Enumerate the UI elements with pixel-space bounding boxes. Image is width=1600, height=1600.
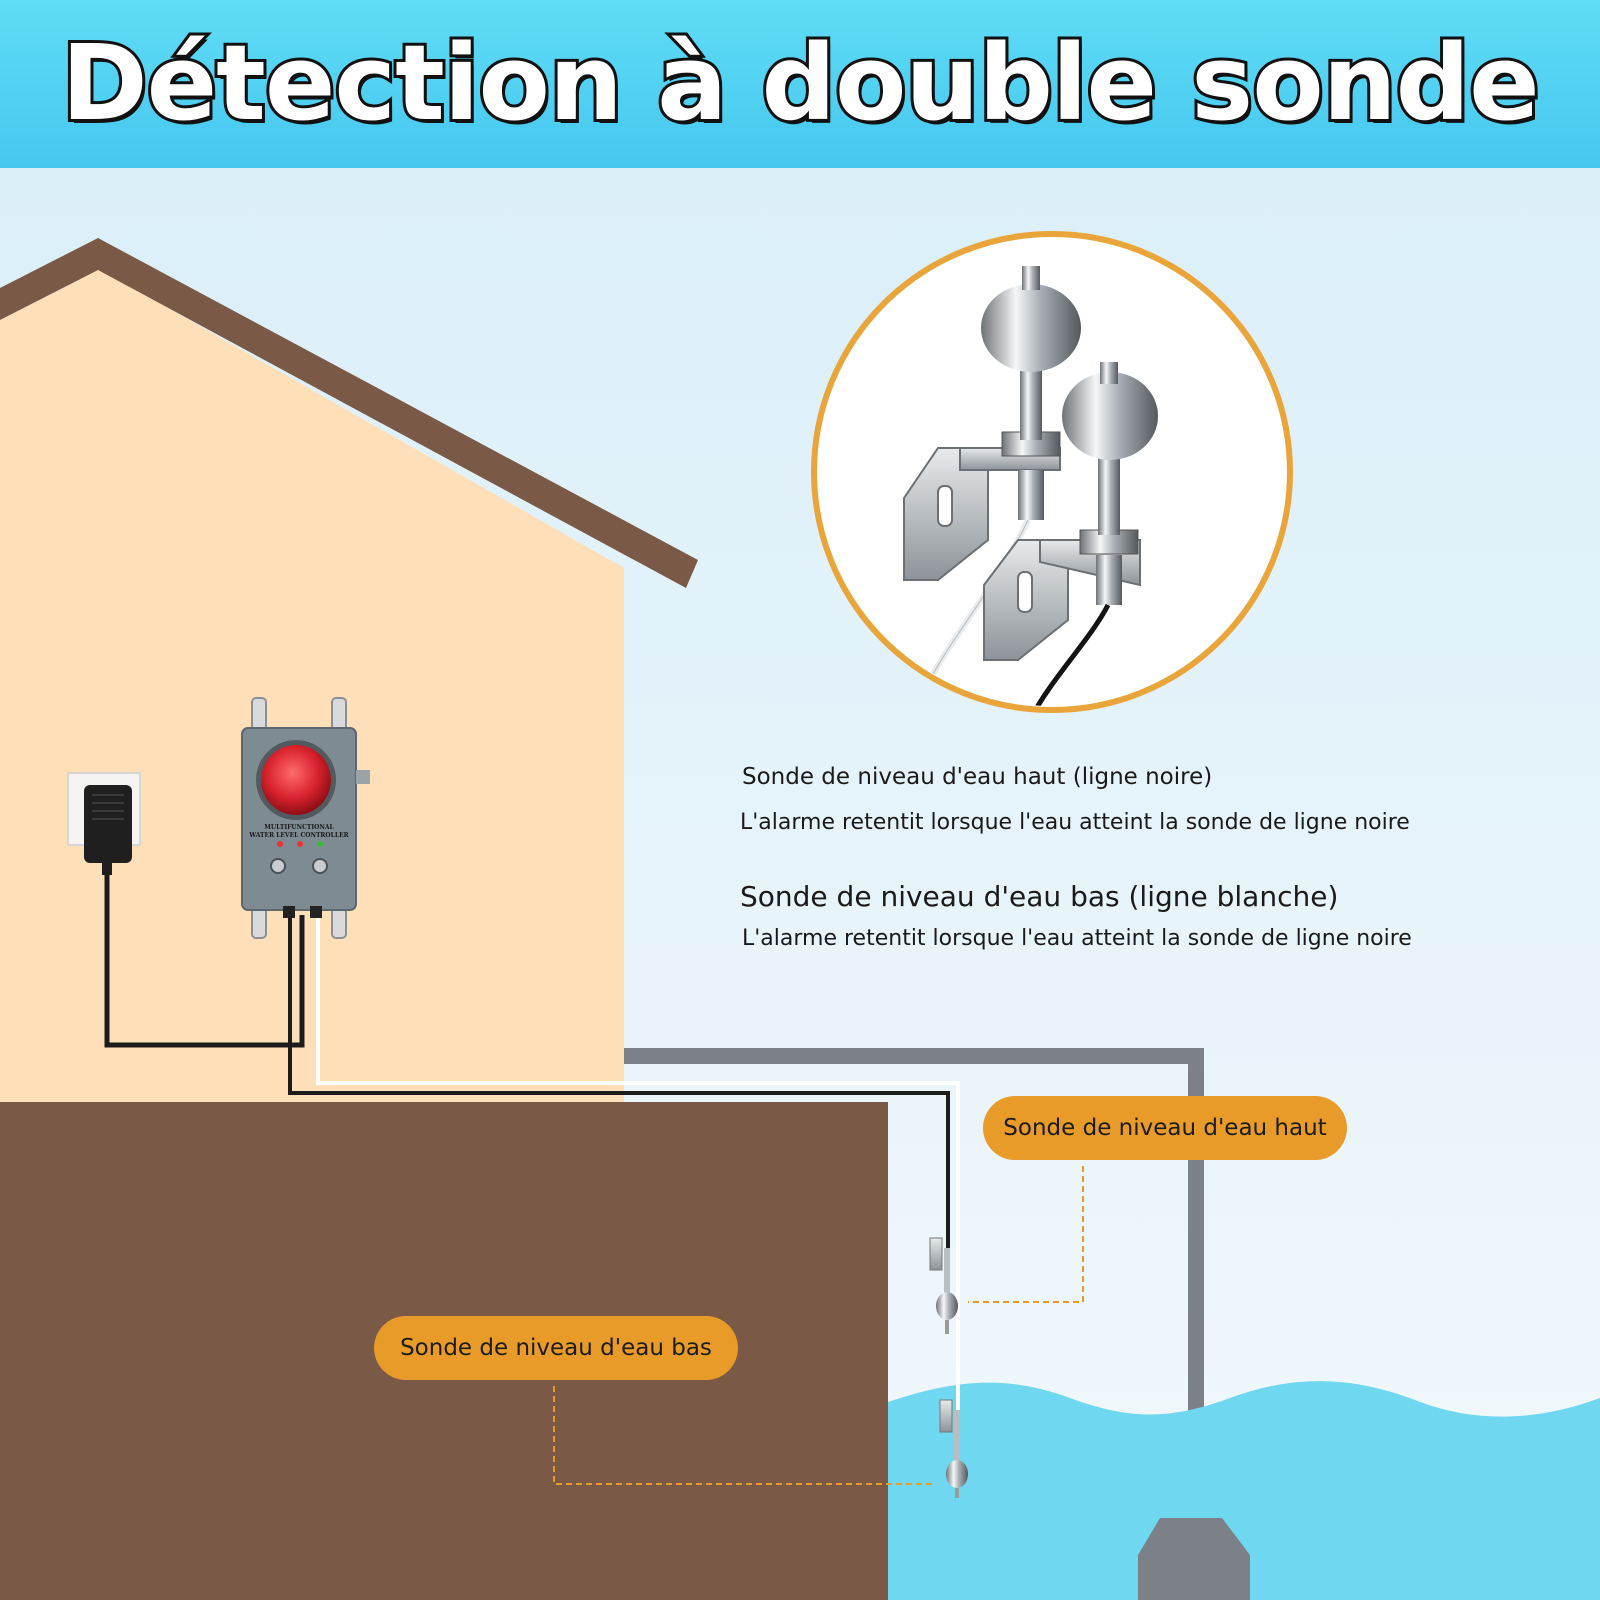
low-probe-info-desc: L'alarme retentit lorsque l'eau atteint … [742,926,1412,951]
high-probe-info-title: Sonde de niveau d'eau haut (ligne noire) [742,764,1213,790]
high-probe-info-desc: L'alarme retentit lorsque l'eau atteint … [740,810,1410,835]
page-title: Détection à double sonde [58,19,1542,147]
device-label-line1: MULTIFUNCTIONAL [264,824,334,831]
low-callout-leader [553,1386,936,1485]
title-bar: Détection à double sonde [0,0,1600,168]
low-probe-info-title: Sonde de niveau d'eau bas (ligne blanche… [740,880,1339,913]
high-callout-leader [968,1166,1084,1303]
device-label-line2: WATER LEVEL CONTROLLER [248,832,349,839]
pipe-frame [624,1048,1204,1540]
house-wall [0,268,624,1102]
title-bar-background [0,0,1600,168]
low-float-probe [939,1399,968,1498]
power-switch [312,858,328,874]
house-roof [0,238,698,588]
probe-closeup-lens [811,231,1293,713]
pump-base [1138,1518,1250,1600]
mute-button [270,858,286,874]
alarm-light [261,745,331,815]
high-probe-callout: Sonde de niveau d'eau haut [983,1096,1347,1160]
high-probe-cable-black [288,915,950,1262]
high-float-probe [929,1237,958,1334]
power-cable [104,873,305,1048]
water-body [888,1381,1600,1600]
low-probe-callout: Sonde de niveau d'eau bas [374,1316,738,1380]
power-adapter [84,785,132,863]
water-level-controller: MULTIFUNCTIONAL WATER LEVEL CONTROLLER [241,697,370,939]
low-probe-cable-white [316,915,960,1415]
